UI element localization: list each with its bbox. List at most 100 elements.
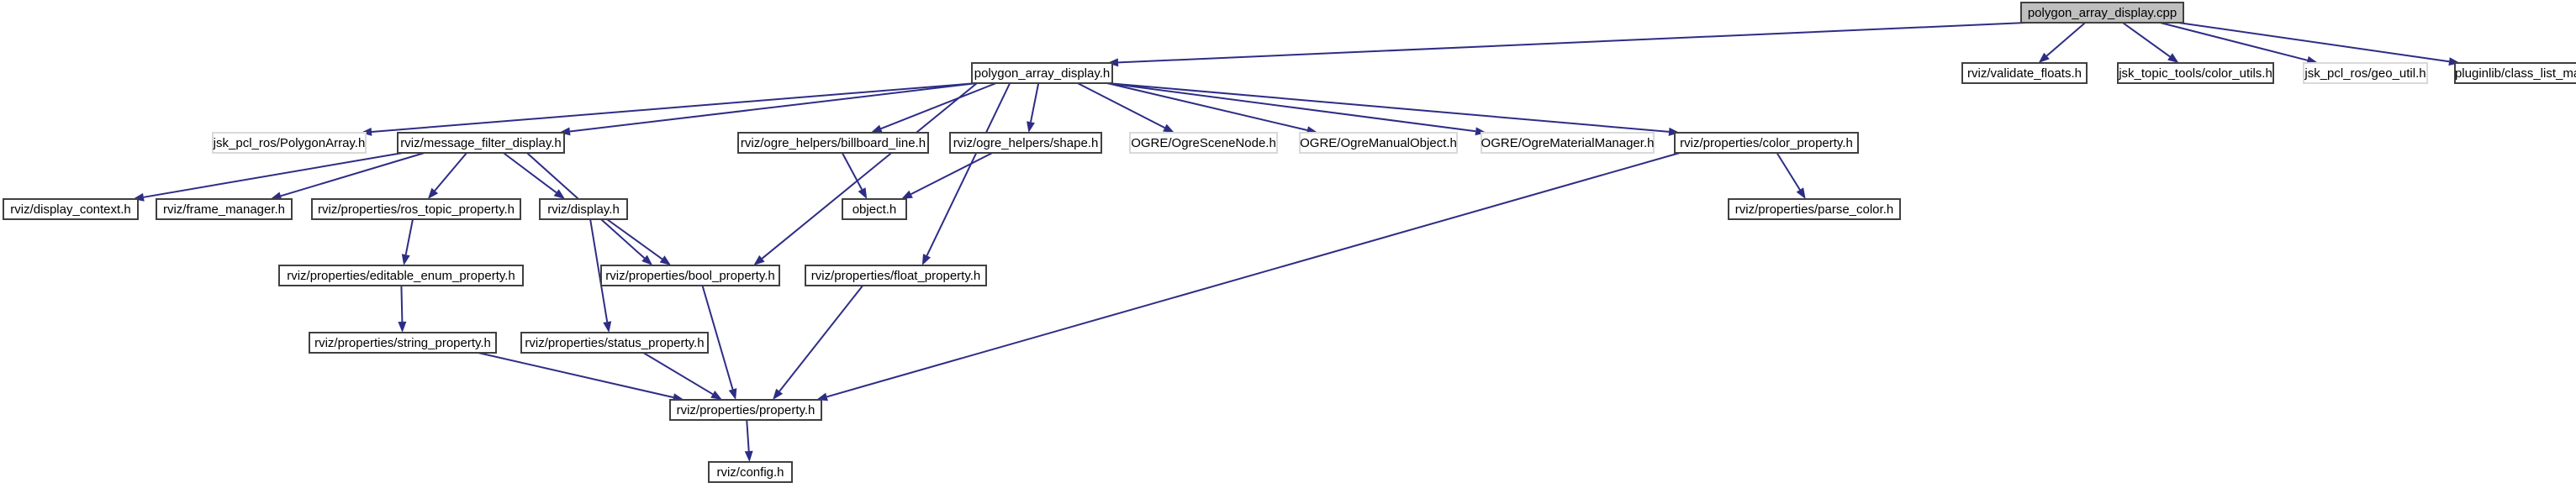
node-label: rviz/validate_floats.h xyxy=(1967,66,2082,81)
node-label: jsk_pcl_ros/PolygonArray.h xyxy=(213,136,366,150)
node-label: pluginlib/class_list_macros.h xyxy=(2455,66,2576,81)
graph-node[interactable]: pluginlib/class_list_macros.h xyxy=(2454,62,2576,84)
node-box[interactable] xyxy=(1481,132,1655,154)
dependency-edge xyxy=(270,152,425,201)
graph-node[interactable]: jsk_pcl_ros/PolygonArray.h xyxy=(212,132,367,154)
graph-node[interactable]: polygon_array_display.cpp xyxy=(2020,2,2184,24)
node-label: OGRE/OgreSceneNode.h xyxy=(1131,136,1276,150)
dependency-edge xyxy=(773,285,863,400)
dependency-edge xyxy=(1106,82,1318,134)
graph-node[interactable]: OGRE/OgreManualObject.h xyxy=(1299,132,1458,154)
node-label: rviz/properties/editable_enum_property.h xyxy=(287,269,515,283)
graph-node[interactable]: rviz/properties/float_property.h xyxy=(805,265,987,286)
graph-node[interactable]: rviz/properties/bool_property.h xyxy=(600,265,780,286)
dependency-edge xyxy=(744,419,753,462)
dependency-edge xyxy=(1107,22,2027,67)
node-box[interactable] xyxy=(2454,62,2576,84)
node-label: rviz/properties/string_property.h xyxy=(314,336,491,350)
dependency-edge xyxy=(133,152,404,202)
node-box[interactable] xyxy=(600,265,780,286)
dependency-edge xyxy=(2038,22,2086,63)
node-box[interactable] xyxy=(805,265,987,286)
node-label: rviz/message_filter_display.h xyxy=(400,136,561,150)
node-box[interactable] xyxy=(397,132,565,154)
node-box[interactable] xyxy=(669,399,822,421)
node-label: rviz/config.h xyxy=(716,465,784,480)
dependency-edge xyxy=(816,152,1681,401)
node-label: polygon_array_display.h xyxy=(974,66,1111,81)
dependency-edge xyxy=(753,82,978,265)
node-box[interactable] xyxy=(2020,2,2184,24)
node-box[interactable] xyxy=(1728,198,1901,220)
node-box[interactable] xyxy=(309,332,497,354)
node-label: OGRE/OgreMaterialManager.h xyxy=(1481,136,1655,150)
node-box[interactable] xyxy=(539,198,628,220)
dependency-edge xyxy=(870,82,997,133)
node-label: jsk_topic_tools/color_utils.h xyxy=(2118,66,2272,81)
node-box[interactable] xyxy=(212,132,367,154)
node-box[interactable] xyxy=(1129,132,1278,154)
graph-node[interactable]: rviz/message_filter_display.h xyxy=(397,132,565,154)
graph-node[interactable]: rviz/ogre_helpers/shape.h xyxy=(949,132,1102,154)
node-label: rviz/properties/float_property.h xyxy=(811,269,980,283)
graph-node[interactable]: object.h xyxy=(842,198,907,220)
graph-node[interactable]: rviz/frame_manager.h xyxy=(156,198,293,220)
dependency-edge xyxy=(427,152,467,199)
edge-layer xyxy=(133,22,2460,462)
graph-node[interactable]: rviz/properties/parse_color.h xyxy=(1728,198,1901,220)
node-label: rviz/display_context.h xyxy=(10,202,130,217)
dependency-edge xyxy=(1027,82,1040,133)
graph-node[interactable]: rviz/properties/editable_enum_property.h xyxy=(278,265,524,286)
node-label: rviz/properties/ros_topic_property.h xyxy=(318,202,515,217)
node-box[interactable] xyxy=(971,62,1113,84)
node-label: rviz/properties/status_property.h xyxy=(525,336,704,350)
dependency-edge xyxy=(398,285,407,333)
graph-node[interactable]: rviz/validate_floats.h xyxy=(1961,62,2088,84)
graph-node[interactable]: rviz/ogre_helpers/billboard_line.h xyxy=(737,132,929,154)
graph-node[interactable]: polygon_array_display.h xyxy=(971,62,1113,84)
node-label: jsk_pcl_ros/geo_util.h xyxy=(2304,66,2426,81)
node-box[interactable] xyxy=(949,132,1102,154)
dependency-edge xyxy=(642,352,722,400)
node-box[interactable] xyxy=(1961,62,2088,84)
node-box[interactable] xyxy=(311,198,521,220)
node-box[interactable] xyxy=(278,265,524,286)
graph-node[interactable]: rviz/properties/string_property.h xyxy=(309,332,497,354)
dependency-edge xyxy=(401,218,414,265)
dependency-edge xyxy=(606,218,672,265)
node-box[interactable] xyxy=(3,198,139,220)
node-label: rviz/ogre_helpers/shape.h xyxy=(953,136,1099,150)
node-label: rviz/properties/color_property.h xyxy=(1680,136,1853,150)
graph-node[interactable]: rviz/display.h xyxy=(539,198,628,220)
graph-node[interactable]: jsk_pcl_ros/geo_util.h xyxy=(2303,62,2428,84)
node-label: rviz/properties/property.h xyxy=(677,403,816,417)
graph-node[interactable]: rviz/properties/property.h xyxy=(669,399,822,421)
graph-node[interactable]: rviz/display_context.h xyxy=(3,198,139,220)
graph-node[interactable]: rviz/properties/ros_topic_property.h xyxy=(311,198,521,220)
dependency-edge xyxy=(478,352,684,401)
node-box[interactable] xyxy=(156,198,293,220)
graph-node[interactable]: rviz/properties/status_property.h xyxy=(520,332,709,354)
node-box[interactable] xyxy=(708,461,793,483)
node-box[interactable] xyxy=(1299,132,1458,154)
node-box[interactable] xyxy=(737,132,929,154)
dependency-edge xyxy=(841,152,868,199)
node-box[interactable] xyxy=(2303,62,2428,84)
graph-node[interactable]: OGRE/OgreSceneNode.h xyxy=(1129,132,1278,154)
node-label: object.h xyxy=(853,202,897,217)
node-box[interactable] xyxy=(520,332,709,354)
graph-node[interactable]: jsk_topic_tools/color_utils.h xyxy=(2117,62,2274,84)
graph-node[interactable]: OGRE/OgreMaterialManager.h xyxy=(1481,132,1655,154)
dependency-edge xyxy=(589,218,612,333)
graph-node[interactable]: rviz/config.h xyxy=(708,461,793,483)
graph-node[interactable]: rviz/properties/color_property.h xyxy=(1674,132,1859,154)
node-label: rviz/display.h xyxy=(547,202,620,217)
dependency-edge xyxy=(1776,152,1806,199)
node-box[interactable] xyxy=(2117,62,2274,84)
dependency-edge xyxy=(701,285,737,400)
node-box[interactable] xyxy=(1674,132,1859,154)
dependency-edge xyxy=(2160,22,2319,65)
node-box[interactable] xyxy=(842,198,907,220)
